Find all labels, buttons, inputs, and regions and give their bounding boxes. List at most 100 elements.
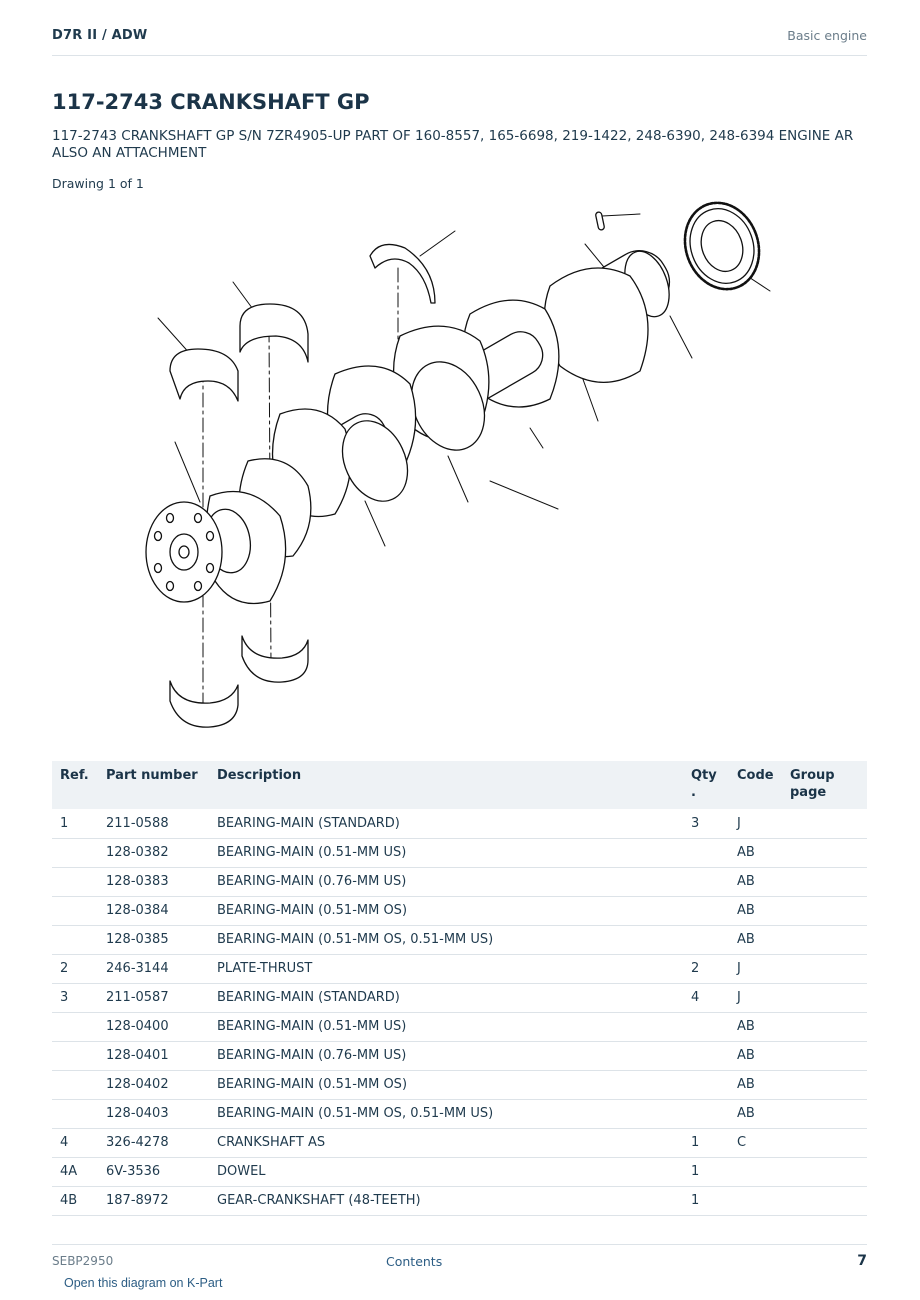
cell-code: C (729, 1128, 782, 1158)
cell-qty (683, 838, 729, 868)
cell-code: J (729, 954, 782, 984)
parts-table: Ref. Part number Description Qty . Code … (52, 761, 867, 1216)
cell-ref (52, 1012, 98, 1042)
cell-code: J (729, 809, 782, 839)
cell-qty (683, 925, 729, 955)
crankshaft-gear (683, 201, 761, 291)
page-subtitle: 117-2743 CRANKSHAFT GP S/N 7ZR4905-UP PA… (52, 128, 854, 161)
cell-description: BEARING-MAIN (0.51-MM US) (209, 1012, 683, 1042)
table-header-row: Ref. Part number Description Qty . Code … (52, 761, 867, 809)
cell-qty: 1 (683, 1157, 729, 1187)
kpart-link[interactable]: Open this diagram on K-Part (64, 1276, 223, 1290)
front-flange (145, 501, 223, 603)
cell-group-page (782, 809, 867, 839)
cell-code (729, 1157, 782, 1187)
upper-bearing-shells (169, 243, 436, 402)
page-header: D7R II / ADW Basic engine (52, 28, 867, 56)
cell-description: BEARING-MAIN (0.51-MM US) (209, 838, 683, 868)
cell-part-number: 128-0383 (98, 867, 209, 897)
crankshaft-body (204, 250, 671, 605)
cell-code: AB (729, 925, 782, 955)
cell-code: AB (729, 1012, 782, 1042)
cell-ref: 1 (52, 809, 98, 839)
cell-part-number: 128-0382 (98, 838, 209, 868)
cell-ref (52, 1041, 98, 1071)
cell-group-page (782, 954, 867, 984)
cell-group-page (782, 1186, 867, 1216)
cell-description: GEAR-CRANKSHAFT (48-TEETH) (209, 1186, 683, 1216)
cell-part-number: 128-0403 (98, 1099, 209, 1129)
cell-part-number: 326-4278 (98, 1128, 209, 1158)
cell-qty: 1 (683, 1128, 729, 1158)
cell-qty (683, 867, 729, 897)
cell-code: AB (729, 1070, 782, 1100)
col-qty-header: Qty . (683, 761, 729, 809)
drawing-label: Drawing 1 of 1 (52, 176, 144, 191)
cell-ref (52, 896, 98, 926)
cell-group-page (782, 1012, 867, 1042)
cell-description: BEARING-MAIN (0.76-MM US) (209, 1041, 683, 1071)
contents-link[interactable]: Contents (386, 1254, 443, 1269)
cell-description: BEARING-MAIN (0.51-MM OS) (209, 896, 683, 926)
cell-code (729, 1186, 782, 1216)
cell-description: BEARING-MAIN (0.51-MM OS) (209, 1070, 683, 1100)
cell-group-page (782, 983, 867, 1013)
cell-group-page (782, 1099, 867, 1129)
cell-ref: 4B (52, 1186, 98, 1216)
page-number: 7 (857, 1253, 867, 1269)
cell-description: BEARING-MAIN (STANDARD) (209, 809, 683, 839)
cell-ref (52, 925, 98, 955)
col-description-header: Description (209, 761, 683, 809)
cell-group-page (782, 925, 867, 955)
cell-description: PLATE-THRUST (209, 954, 683, 984)
cell-qty: 1 (683, 1186, 729, 1216)
cell-code: AB (729, 838, 782, 868)
cell-description: DOWEL (209, 1157, 683, 1187)
cell-qty (683, 1012, 729, 1042)
cell-part-number: 211-0587 (98, 983, 209, 1013)
cell-description: CRANKSHAFT AS (209, 1128, 683, 1158)
col-code-header: Code (729, 761, 782, 809)
cell-description: BEARING-MAIN (0.76-MM US) (209, 867, 683, 897)
crankshaft-exploded-diagram (145, 201, 771, 728)
cell-group-page (782, 838, 867, 868)
cell-qty (683, 896, 729, 926)
cell-ref (52, 1099, 98, 1129)
section-label: Basic engine (787, 28, 867, 43)
cell-group-page (782, 1128, 867, 1158)
cell-code: AB (729, 896, 782, 926)
cell-part-number: 128-0385 (98, 925, 209, 955)
cell-part-number: 246-3144 (98, 954, 209, 984)
cell-part-number: 128-0401 (98, 1041, 209, 1071)
cell-ref (52, 1070, 98, 1100)
cell-description: BEARING-MAIN (STANDARD) (209, 983, 683, 1013)
cell-part-number: 6V-3536 (98, 1157, 209, 1187)
cell-qty: 3 (683, 809, 729, 839)
cell-ref: 4 (52, 1128, 98, 1158)
cell-qty (683, 1070, 729, 1100)
cell-qty (683, 1041, 729, 1071)
col-ref-header: Ref. (52, 761, 98, 809)
page-title: 117-2743 CRANKSHAFT GP (52, 90, 370, 114)
cell-description: BEARING-MAIN (0.51-MM OS, 0.51-MM US) (209, 1099, 683, 1129)
cell-description: BEARING-MAIN (0.51-MM OS, 0.51-MM US) (209, 925, 683, 955)
lower-bearing-shells (169, 635, 309, 728)
cell-ref (52, 838, 98, 868)
model-label: D7R II / ADW (52, 28, 148, 43)
cell-part-number: 187-8972 (98, 1186, 209, 1216)
cell-code: AB (729, 867, 782, 897)
cell-qty: 2 (683, 954, 729, 984)
